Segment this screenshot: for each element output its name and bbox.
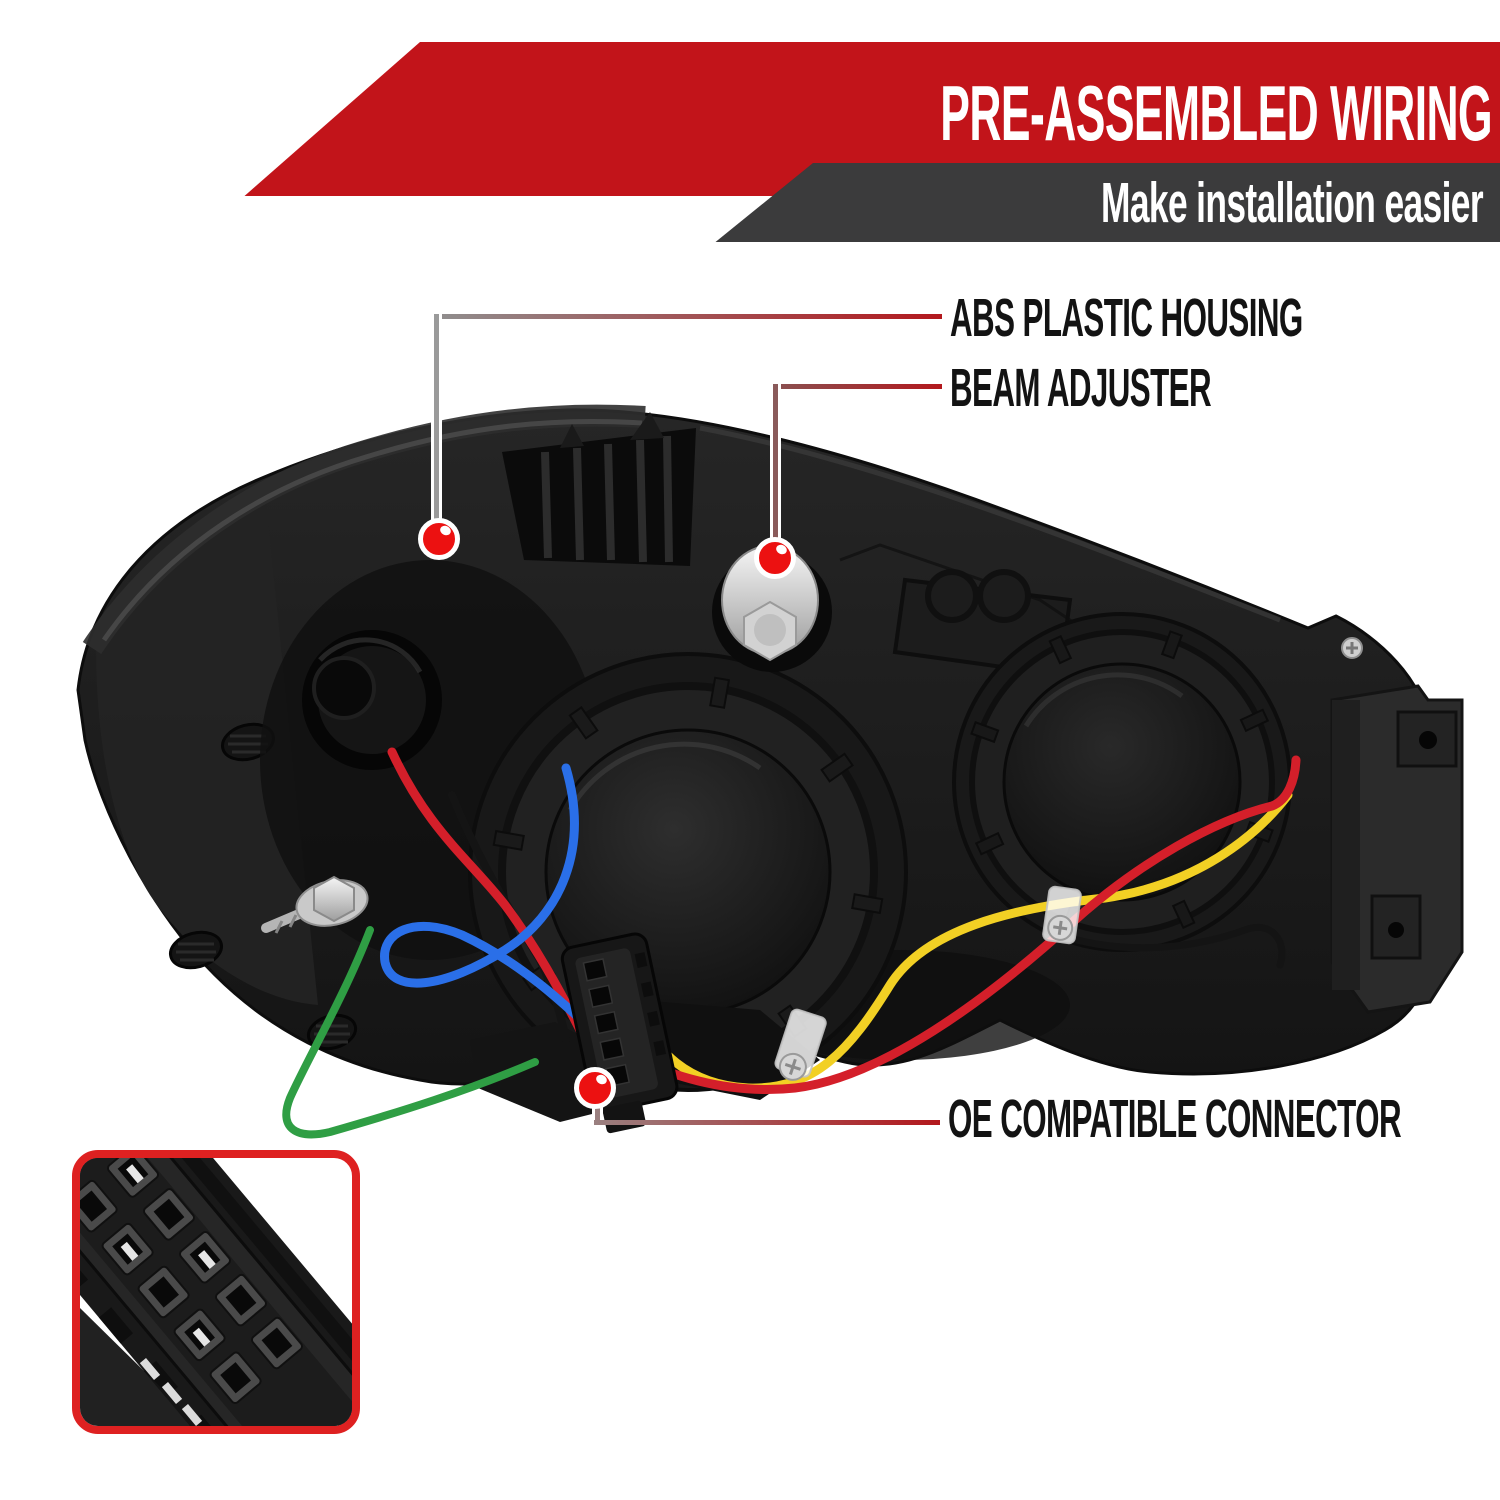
beam-adjuster-label: BEAM ADJUSTER bbox=[950, 358, 1212, 418]
banner-title: PRE-ASSEMBLED WIRING bbox=[940, 69, 1492, 157]
connector-closeup-inset bbox=[72, 1150, 360, 1434]
oe-marker-dot-icon bbox=[574, 1067, 616, 1109]
banner-subtitle: Make installation easier bbox=[1101, 171, 1484, 235]
gray-banner-ribbon bbox=[715, 163, 1500, 242]
bulb-cap-right bbox=[952, 612, 1292, 952]
mounting-bolt bbox=[261, 875, 369, 934]
vent-spike bbox=[630, 412, 664, 440]
corner-screw bbox=[1341, 637, 1363, 659]
abs-marker-dot-icon bbox=[418, 518, 460, 560]
oe-compatible-connector-label: OE COMPATIBLE CONNECTOR bbox=[948, 1089, 1402, 1149]
beam-marker-dot-icon bbox=[754, 537, 796, 579]
wire-clip bbox=[774, 1008, 827, 1081]
wire-clip bbox=[1042, 885, 1082, 945]
beam-callout-line-vertical bbox=[770, 384, 781, 544]
beam-callout-line-horizontal bbox=[777, 384, 942, 389]
abs-plastic-housing-label: ABS PLASTIC HOUSING bbox=[950, 288, 1303, 348]
round-indent bbox=[977, 569, 1031, 623]
connector-closeup-image bbox=[80, 1158, 352, 1426]
wire-red-right bbox=[591, 755, 1301, 1095]
mounting-bracket bbox=[1330, 684, 1464, 1014]
socket-highlight bbox=[318, 637, 423, 674]
wire-green bbox=[282, 926, 539, 1139]
abs-callout-line-horizontal bbox=[432, 314, 942, 319]
round-indent bbox=[925, 569, 979, 623]
vent-fins bbox=[541, 435, 673, 563]
wire-blue bbox=[380, 763, 603, 1041]
housing-left-facet bbox=[95, 492, 318, 1005]
vent-spike2 bbox=[560, 424, 584, 448]
wire-red-left bbox=[387, 747, 590, 1045]
oval-slot bbox=[169, 930, 223, 970]
oe-callout-line-horizontal bbox=[594, 1120, 940, 1125]
housing-top-rim bbox=[82, 404, 646, 655]
wire-black-right bbox=[1056, 924, 1286, 969]
beam-adjuster-bolt bbox=[712, 545, 832, 672]
housing-top-rim-highlight bbox=[101, 418, 643, 642]
abs-callout-line-vertical bbox=[431, 314, 442, 526]
socket-knob bbox=[312, 656, 376, 720]
